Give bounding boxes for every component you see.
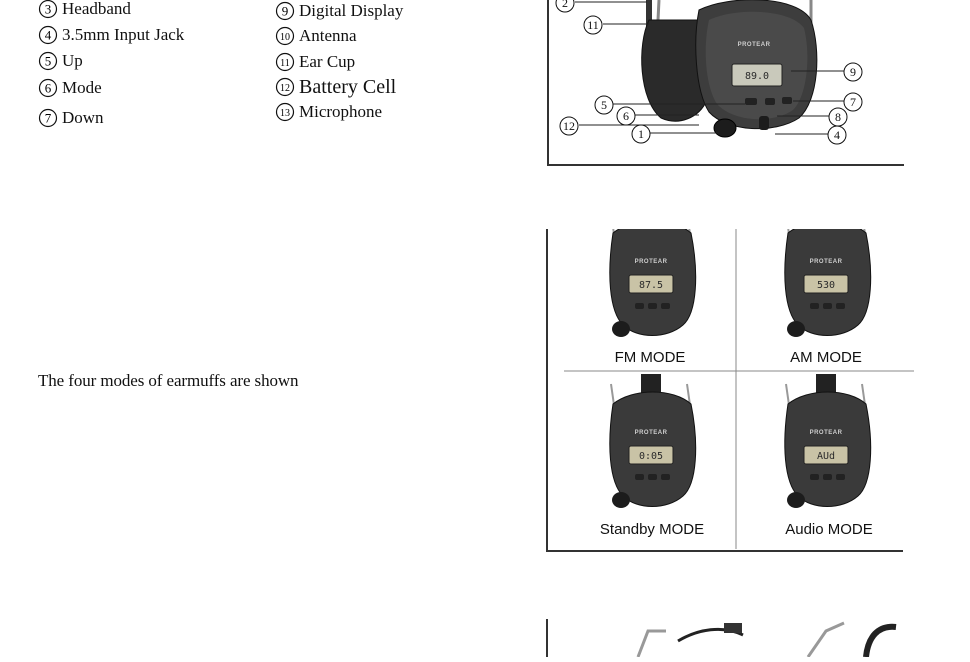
modes-caption: The four modes of earmuffs are shown [38,371,299,390]
legend-label: Battery Cell [299,76,397,98]
earmuff-brand-text: PROTEAR [738,42,771,48]
legend-item-up: 5 Up [38,51,83,71]
legend-label: Antenna [299,26,357,45]
legend-label: Digital Display [299,1,404,20]
callout-number: 12 [563,119,575,133]
digital-display-screen [731,63,783,87]
legend-number-badge: 6 [38,78,58,98]
legend-label: Headband [62,0,131,18]
legend-number-text: 11 [280,58,290,69]
legend-number-text: 10 [280,32,290,43]
callout-9: 9 [843,62,863,82]
mode-label-audio: Audio MODE [785,521,873,538]
up-button[interactable] [765,98,775,105]
mode-display-reading: 530 [817,280,835,291]
legend-label: Ear Cup [299,52,356,71]
legend-number-text: 12 [280,83,290,94]
callout-2: 2 [555,0,575,13]
legend-label: Mode [62,78,102,97]
legend-number-text: 9 [282,4,289,19]
legend-number-text: 7 [45,111,52,126]
mode-label-am: AM MODE [790,349,862,366]
legend-label: Microphone [299,102,383,121]
mode-label-standby: Standby MODE [600,521,704,538]
mode-button[interactable] [745,98,757,105]
earmuff-parts-diagram: PROTEAR 89.0 2 11 [547,0,904,166]
earmuff-brand-text: PROTEAR [810,259,843,265]
callout-number: 8 [835,110,841,124]
legend-number-badge: 13 [275,102,295,122]
legend-item-input-jack: 4 3.5mm Input Jack [38,25,184,45]
mode-label-fm: FM MODE [615,349,686,366]
legend-number-badge: 3 [38,0,58,19]
callout-5: 5 [594,95,614,115]
legend-item-mode: 6 Mode [38,78,102,98]
legend-item-digital-display: 9 Digital Display [275,1,403,21]
legend-number-text: 6 [45,81,52,96]
earmuff-brand-text: PROTEAR [635,259,668,265]
earmuff-headband-image [546,619,900,658]
legend-item-ear-cup: 11 Ear Cup [275,52,355,72]
earmuff-diagram-image: PROTEAR 89.0 2 11 [555,0,863,145]
mode-panel-fm: PROTEAR 87.5 [609,203,697,337]
power-volume-knob[interactable] [713,118,737,138]
callout-number: 5 [601,98,607,112]
callout-12: 12 [559,116,579,136]
legend-number-badge: 7 [38,108,58,128]
earmuff-brand-text: PROTEAR [635,430,668,436]
legend-number-text: 13 [280,108,290,119]
callout-number: 1 [638,127,644,141]
callout-4: 4 [827,125,847,145]
legend-number-badge: 11 [275,52,295,72]
mode-display-reading: 87.5 [639,280,663,291]
callout-11: 11 [583,15,603,35]
callout-number: 6 [623,109,629,123]
mode-display-reading: AUd [817,451,835,462]
legend-item-down: 7 Down [38,108,104,128]
headband-partial-image [636,621,897,658]
four-modes-grid: PROTEAR 87.5 FM MODE PROTEAR 530 AM MODE [546,199,914,552]
legend-number-text: 5 [45,54,52,69]
legend-item-antenna: 10 Antenna [275,26,357,46]
callout-1: 1 [631,124,651,144]
callout-number: 4 [834,128,840,142]
legend-number-badge: 4 [38,25,58,45]
legend-number-text: 3 [45,2,52,17]
legend-number-badge: 10 [275,26,295,46]
callout-number: 11 [587,18,599,32]
input-jack-port [759,116,769,130]
mode-panel-audio: PROTEAR AUd [784,374,872,508]
legend-label: 3.5mm Input Jack [62,25,185,44]
legend-item-battery-cell: 12 Battery Cell [275,77,396,97]
legend-number-badge: 9 [275,1,295,21]
earmuff-brand-text: PROTEAR [810,430,843,436]
down-button[interactable] [782,97,792,104]
callout-7: 7 [843,92,863,112]
legend-number-badge: 12 [275,77,295,97]
legend-item-microphone: 13 Microphone [275,102,382,122]
digital-display-reading: 89.0 [745,71,769,82]
callout-number: 2 [562,0,568,10]
mode-display-reading: 0:05 [639,451,663,462]
callout-number: 7 [850,95,856,109]
legend-number-text: 4 [45,28,52,43]
mode-panel-am: PROTEAR 530 [784,203,872,337]
callout-6: 6 [616,106,636,126]
callout-number: 9 [850,65,856,79]
mode-panel-standby: PROTEAR 0:05 [609,374,697,508]
legend-label: Down [62,108,104,127]
legend-number-badge: 5 [38,51,58,71]
callout-8: 8 [828,107,848,127]
legend-label: Up [62,51,83,70]
modes-grid-image: PROTEAR 87.5 FM MODE PROTEAR 530 AM MODE [564,199,914,549]
legend-item-headband: 3 Headband [38,0,131,19]
